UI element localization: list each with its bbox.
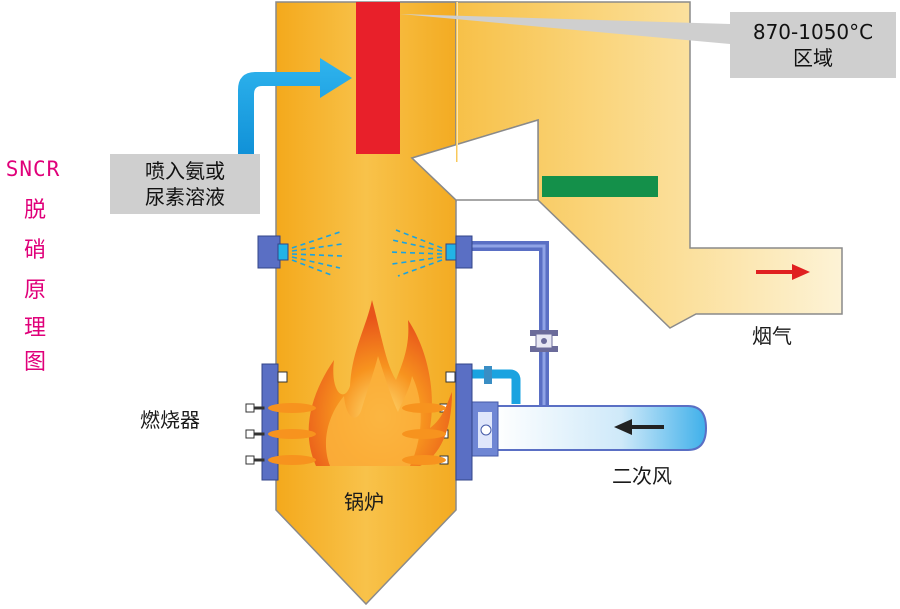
diagram-title-latin: SNCR xyxy=(5,157,61,181)
boiler-label: 锅炉 xyxy=(344,490,384,514)
secondary-air-duct xyxy=(493,405,708,451)
right-spray xyxy=(389,229,443,277)
burner-flames xyxy=(268,300,452,466)
right-burner-panel xyxy=(445,363,473,481)
temperature-zone-text: 区域 xyxy=(793,46,833,70)
callout-pointer xyxy=(400,14,730,44)
left-nozzle xyxy=(257,235,289,269)
flue-gas-label: 烟气 xyxy=(752,324,792,348)
heat-exchanger-bar xyxy=(542,176,658,197)
injection-callout: 喷入氨或 尿素溶液 xyxy=(110,154,260,214)
injection-text-line1: 喷入氨或 xyxy=(145,159,225,183)
air-arrow xyxy=(614,419,664,435)
secondary-air-label: 二次风 xyxy=(612,464,672,488)
left-burner-panel xyxy=(261,363,288,481)
temperature-zone-callout: 870-1050°C 区域 xyxy=(730,12,896,78)
flue-gas-arrow xyxy=(756,264,810,280)
injection-arrow xyxy=(238,58,352,160)
diagram-title-char: 理 xyxy=(23,316,46,341)
diagram-title-char: 原 xyxy=(23,278,46,303)
pipe-valve xyxy=(530,330,558,352)
injection-text-line2: 尿素溶液 xyxy=(145,185,225,209)
left-spray xyxy=(291,231,343,277)
nose-cutout xyxy=(410,118,539,201)
diagram-title-char: 图 xyxy=(23,350,46,375)
right-nozzle xyxy=(445,235,473,269)
burner-label: 燃烧器 xyxy=(140,408,200,432)
diagram-title-char: 脱 xyxy=(23,198,46,223)
diagram-title-char: 硝 xyxy=(23,238,46,263)
temperature-range-text: 870-1050°C xyxy=(752,20,874,44)
reaction-zone-bar xyxy=(356,2,400,154)
